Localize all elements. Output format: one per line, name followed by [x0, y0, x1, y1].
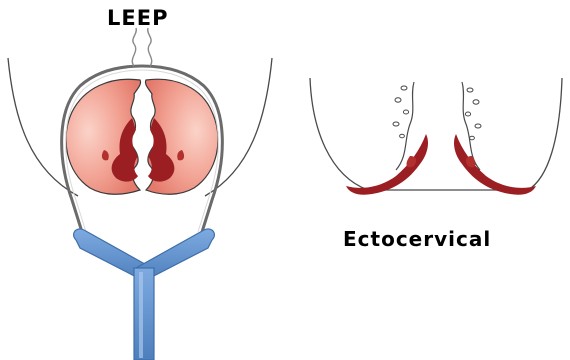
leep-label: LEEP [107, 6, 168, 30]
leep-handle-shaft-highlight [139, 272, 143, 358]
ectocervical-label: Ectocervical [343, 227, 491, 251]
ecto-lesion-right [454, 134, 536, 195]
ectocervical-illustration [310, 78, 562, 195]
smoke-wisp-right [148, 28, 152, 66]
leep-handle-shaft [134, 268, 154, 360]
smoke-wisp-left [132, 28, 136, 66]
leep-illustration [8, 28, 272, 360]
ecto-cervix-outline [310, 78, 562, 190]
